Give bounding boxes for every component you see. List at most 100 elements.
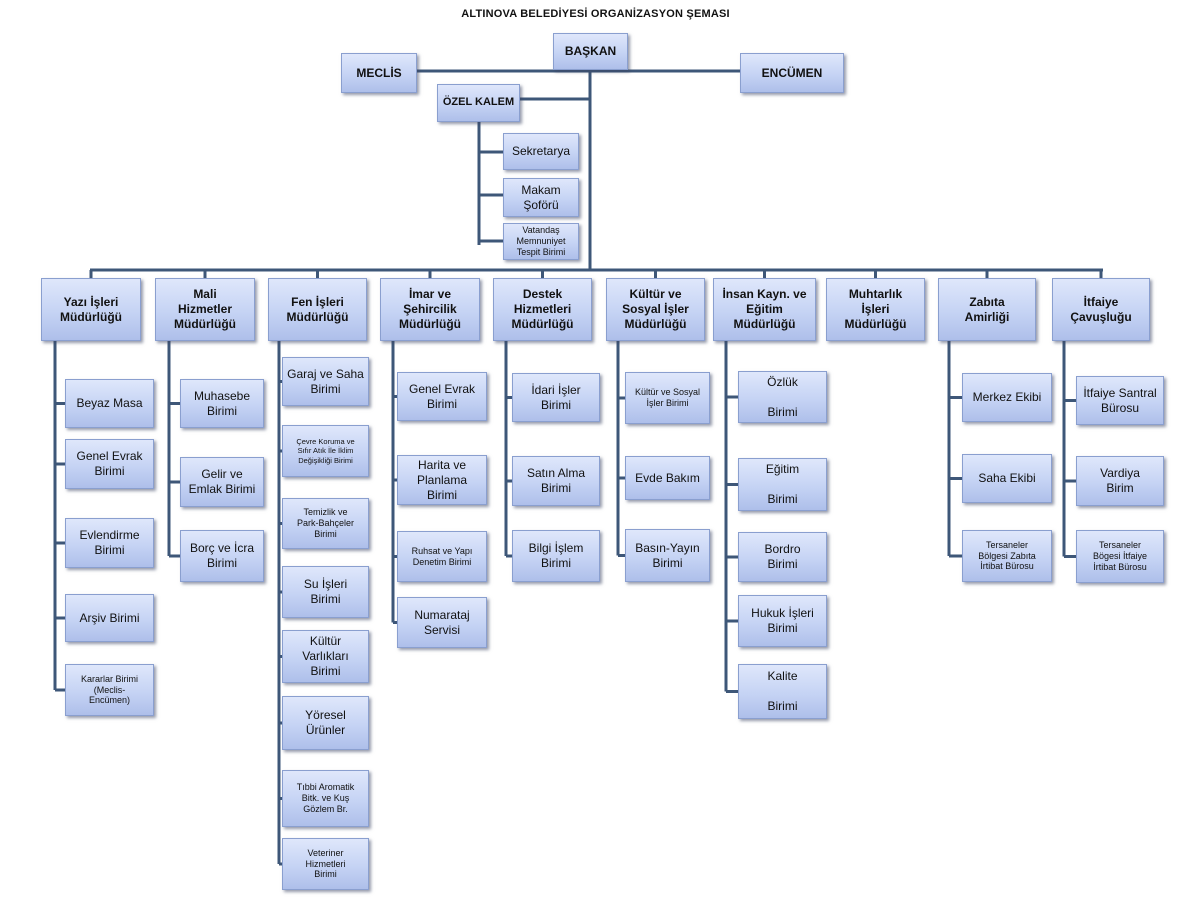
department-box-3-label: İmar ve Şehircilik Müdürlüğü bbox=[399, 287, 461, 331]
unit-box-4-1-label: Satın Alma Birimi bbox=[526, 466, 586, 495]
unit-box-9-1: Vardiya Birim bbox=[1076, 456, 1164, 506]
department-box-1: Mali Hizmetler Müdürlüğü bbox=[155, 278, 255, 341]
unit-box-8-0: Merkez Ekibi bbox=[962, 373, 1052, 422]
unit-box-2-1-label: Çevre Koruma ve Sıfır Atık İle İklim Değ… bbox=[296, 436, 355, 465]
encumen-box-label: ENCÜMEN bbox=[761, 65, 823, 80]
department-box-2-label: Fen İşleri Müdürlüğü bbox=[286, 294, 349, 324]
unit-box-5-1-label: Evde Bakım bbox=[635, 470, 700, 485]
unit-box-9-1-label: Vardiya Birim bbox=[1100, 466, 1140, 495]
department-box-0: Yazı İşleri Müdürlüğü bbox=[41, 278, 141, 341]
ozel-kalem-unit-2-label: Vatandaş Memnuniyet Tespit Birimi bbox=[516, 225, 566, 257]
unit-box-6-4: Kalite Birimi bbox=[738, 664, 827, 719]
unit-box-6-0-label: Özlük Birimi bbox=[767, 374, 798, 419]
department-box-8-label: Zabıta Amirliği bbox=[964, 294, 1010, 324]
unit-box-2-5: Yöresel Ürünler bbox=[282, 696, 369, 750]
unit-box-5-2-label: Basın-Yayın Birimi bbox=[635, 540, 700, 570]
encumen-box: ENCÜMEN bbox=[740, 53, 844, 93]
meclis-box: MECLİS bbox=[341, 53, 417, 93]
department-box-7: Muhtarlık İşleri Müdürlüğü bbox=[826, 278, 925, 341]
unit-box-2-5-label: Yöresel Ürünler bbox=[305, 708, 346, 737]
unit-box-0-2-label: Evlendirme Birimi bbox=[79, 528, 140, 557]
ozel-kalem-unit-0: Sekretarya bbox=[503, 133, 579, 170]
unit-box-3-0-label: Genel Evrak Birimi bbox=[408, 381, 476, 411]
unit-box-2-6: Tıbbi Aromatik Bitk. ve Kuş Gözlem Br. bbox=[282, 770, 369, 827]
unit-box-1-0-label: Muhasebe Birimi bbox=[193, 388, 251, 418]
unit-box-4-0: İdari İşler Birimi bbox=[512, 373, 600, 422]
unit-box-5-1: Evde Bakım bbox=[625, 456, 710, 500]
unit-box-0-1: Genel Evrak Birimi bbox=[65, 439, 154, 489]
unit-box-3-1-label: Harita ve Planlama Birimi bbox=[416, 457, 468, 502]
unit-box-0-4-label: Kararlar Birimi (Meclis- Encümen) bbox=[80, 673, 138, 706]
unit-box-2-4-label: Kültür Varlıkları Birimi bbox=[302, 634, 349, 678]
unit-box-6-2-label: Bordro Birimi bbox=[764, 542, 801, 571]
department-box-1-label: Mali Hizmetler Müdürlüğü bbox=[174, 287, 236, 331]
ozel-kalem-unit-1-label: Makam Şoförü bbox=[521, 182, 561, 212]
unit-box-2-2: Temizlik ve Park-Bahçeler Birimi bbox=[282, 498, 369, 549]
department-box-8: Zabıta Amirliği bbox=[938, 278, 1036, 341]
unit-box-6-2: Bordro Birimi bbox=[738, 532, 827, 582]
unit-box-9-2: Tersaneler Bögesi İtfaiye İrtibat Bürosu bbox=[1076, 530, 1164, 583]
unit-box-5-2: Basın-Yayın Birimi bbox=[625, 529, 710, 582]
unit-box-0-1-label: Genel Evrak Birimi bbox=[76, 449, 143, 478]
unit-box-8-1: Saha Ekibi bbox=[962, 454, 1052, 503]
unit-box-6-3: Hukuk İşleri Birimi bbox=[738, 595, 827, 647]
baskan-box-label: BAŞKAN bbox=[564, 44, 617, 58]
unit-box-2-3-label: Su İşleri Birimi bbox=[303, 577, 348, 606]
ozel-kalem-box-label: ÖZEL KALEM bbox=[442, 96, 515, 109]
unit-box-6-1: Eğitim Birimi bbox=[738, 458, 827, 511]
unit-box-9-2-label: Tersaneler Bögesi İtfaiye İrtibat Bürosu bbox=[1092, 540, 1148, 572]
unit-box-0-0-label: Beyaz Masa bbox=[76, 396, 143, 410]
baskan-box: BAŞKAN bbox=[553, 33, 628, 70]
unit-box-1-1-label: Gelir ve Emlak Birimi bbox=[188, 467, 256, 496]
department-box-9-label: İtfaiye Çavuşluğu bbox=[1070, 294, 1132, 324]
unit-box-0-0: Beyaz Masa bbox=[65, 379, 154, 428]
unit-box-3-2: Ruhsat ve Yapı Denetim Birimi bbox=[397, 531, 487, 582]
unit-box-0-3-label: Arşiv Birimi bbox=[79, 610, 140, 625]
meclis-box-label: MECLİS bbox=[356, 65, 402, 80]
unit-box-8-2: Tersaneler Bölgesi Zabıta İrtibat Bürosu bbox=[962, 530, 1052, 582]
unit-box-2-7-label: Veteriner Hizmetleri Birimi bbox=[305, 847, 346, 880]
department-box-5-label: Kültür ve Sosyal İşler Müdürlüğü bbox=[622, 287, 689, 331]
ozel-kalem-unit-0-label: Sekretarya bbox=[511, 144, 571, 158]
unit-box-1-2-label: Borç ve İcra Birimi bbox=[189, 541, 255, 570]
chart-title: ALTINOVA BELEDİYESİ ORGANİZASYON ŞEMASI bbox=[461, 8, 730, 20]
department-box-0-label: Yazı İşleri Müdürlüğü bbox=[60, 294, 122, 324]
unit-box-8-0-label: Merkez Ekibi bbox=[972, 390, 1042, 404]
unit-box-1-1: Gelir ve Emlak Birimi bbox=[180, 457, 264, 507]
unit-box-4-2-label: Bilgi İşlem Birimi bbox=[528, 541, 584, 570]
unit-box-2-0-label: Garaj ve Saha Birimi bbox=[287, 366, 364, 396]
unit-box-2-2-label: Temizlik ve Park-Bahçeler Birimi bbox=[296, 507, 355, 539]
unit-box-3-1: Harita ve Planlama Birimi bbox=[397, 455, 487, 505]
unit-box-2-0: Garaj ve Saha Birimi bbox=[282, 357, 369, 406]
unit-box-3-3: Numarataj Servisi bbox=[397, 597, 487, 648]
unit-box-8-1-label: Saha Ekibi bbox=[978, 471, 1036, 485]
department-box-7-label: Muhtarlık İşleri Müdürlüğü bbox=[844, 287, 907, 331]
unit-box-9-0-label: İtfaiye Santral Bürosu bbox=[1083, 385, 1157, 415]
unit-box-1-2: Borç ve İcra Birimi bbox=[180, 530, 264, 582]
unit-box-3-0: Genel Evrak Birimi bbox=[397, 372, 487, 421]
department-box-3: İmar ve Şehircilik Müdürlüğü bbox=[380, 278, 480, 341]
unit-box-2-1: Çevre Koruma ve Sıfır Atık İle İklim Değ… bbox=[282, 425, 369, 477]
unit-box-2-4: Kültür Varlıkları Birimi bbox=[282, 630, 369, 683]
unit-box-2-3: Su İşleri Birimi bbox=[282, 566, 369, 618]
unit-box-6-1-label: Eğitim Birimi bbox=[765, 462, 800, 506]
unit-box-0-3: Arşiv Birimi bbox=[65, 594, 154, 642]
unit-box-2-7: Veteriner Hizmetleri Birimi bbox=[282, 838, 369, 890]
department-box-5: Kültür ve Sosyal İşler Müdürlüğü bbox=[606, 278, 705, 341]
unit-box-8-2-label: Tersaneler Bölgesi Zabıta İrtibat Bürosu bbox=[978, 539, 1036, 572]
unit-box-9-0: İtfaiye Santral Bürosu bbox=[1076, 376, 1164, 425]
ozel-kalem-box: ÖZEL KALEM bbox=[437, 84, 520, 122]
unit-box-3-2-label: Ruhsat ve Yapı Denetim Birimi bbox=[411, 545, 473, 567]
unit-box-6-4-label: Kalite Birimi bbox=[767, 669, 798, 713]
unit-box-1-0: Muhasebe Birimi bbox=[180, 379, 264, 428]
unit-box-4-0-label: İdari İşler Birimi bbox=[531, 382, 581, 412]
department-box-9: İtfaiye Çavuşluğu bbox=[1052, 278, 1150, 341]
unit-box-0-4: Kararlar Birimi (Meclis- Encümen) bbox=[65, 664, 154, 716]
unit-box-6-3-label: Hukuk İşleri Birimi bbox=[751, 606, 814, 635]
ozel-kalem-unit-1: Makam Şoförü bbox=[503, 178, 579, 217]
unit-box-4-1: Satın Alma Birimi bbox=[512, 456, 600, 506]
unit-box-5-0-label: Kültür ve Sosyal İşler Birimi bbox=[634, 387, 701, 408]
department-box-4: Destek Hizmetleri Müdürlüğü bbox=[493, 278, 592, 341]
unit-box-3-3-label: Numarataj Servisi bbox=[414, 607, 470, 637]
unit-box-6-0: Özlük Birimi bbox=[738, 371, 827, 423]
